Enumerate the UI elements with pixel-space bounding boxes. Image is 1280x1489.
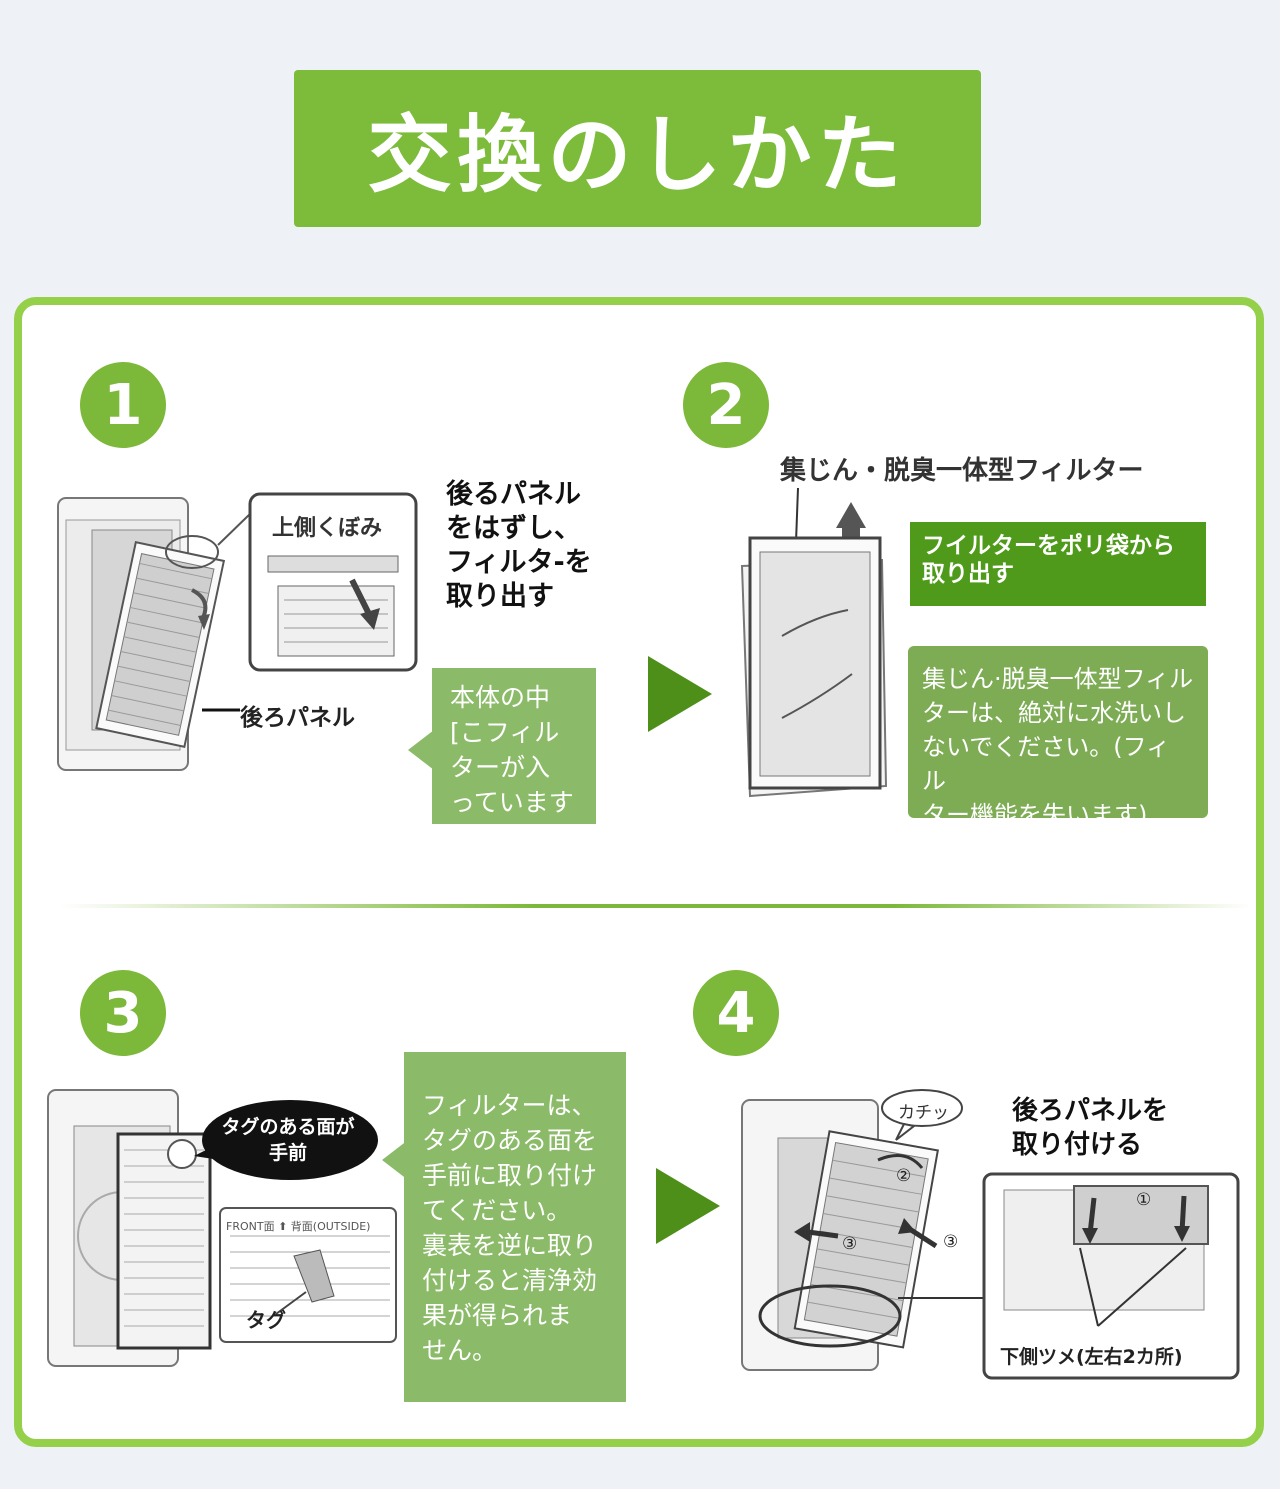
step-1-bubble: 本体の中 [こフィル ターが入 っています xyxy=(432,668,596,824)
step-1-callout-label: 上側くぼみ xyxy=(272,516,383,541)
step-4-badge: 4 xyxy=(693,970,779,1056)
next-step-arrow-icon xyxy=(656,1168,720,1244)
step-3-illustration xyxy=(47,1089,397,1367)
step-2-filter-label: 集じん・脱臭一体型フィルター xyxy=(780,456,1144,486)
click-sound-label: カチッ xyxy=(898,1103,949,1123)
marker-3-left: ③ xyxy=(842,1234,858,1254)
step-1-part-label: 後ろパネル xyxy=(240,705,355,731)
step-3-bubble: フィルターは、 タグのある面を 手前に取り付け てください。 裏表を逆に取り 付… xyxy=(404,1052,626,1402)
marker-3-right: ③ xyxy=(943,1232,959,1252)
page-title: 交換のしかた xyxy=(367,106,908,204)
step-2-filter-illustration xyxy=(740,487,888,798)
step-1-badge: 1 xyxy=(80,362,166,448)
step-3-bubble-tail xyxy=(382,1140,408,1180)
title-banner: 交換のしかた xyxy=(294,70,981,227)
step-1-instruction: 後るパネル をはずし、 フィルタ-を 取り出す xyxy=(446,479,592,612)
next-step-arrow-icon xyxy=(648,656,712,732)
step-3-tag-label: タグ xyxy=(246,1308,286,1332)
marker-1: ① xyxy=(1136,1190,1152,1210)
step-4-instruction: 後ろパネルを 取り付ける xyxy=(1012,1096,1169,1160)
step-4-illustration xyxy=(741,1089,1240,1380)
step-1-bubble-tail xyxy=(408,730,434,770)
section-divider xyxy=(60,904,1250,908)
step-4-detail-label: 下側ツメ(左右2カ所) xyxy=(1000,1346,1183,1368)
step-3-badge: 3 xyxy=(80,970,166,1056)
step-2-warning-note: 集じん·脱臭一体型フィル ターは、絶対に水洗いし ないでください。(フィル ター… xyxy=(908,646,1208,829)
step-2-action-box: フイルターをポリ袋から 取り出す xyxy=(910,522,1206,606)
step-1-illustration xyxy=(57,492,418,771)
step-3-tag-print: FRONT面 ⬆ 背面(OUTSIDE) xyxy=(226,1220,371,1233)
step-3-tag-callout: タグのある面が 手前 xyxy=(221,1116,355,1164)
step-2-badge: 2 xyxy=(683,362,769,448)
marker-2: ② xyxy=(896,1166,912,1186)
